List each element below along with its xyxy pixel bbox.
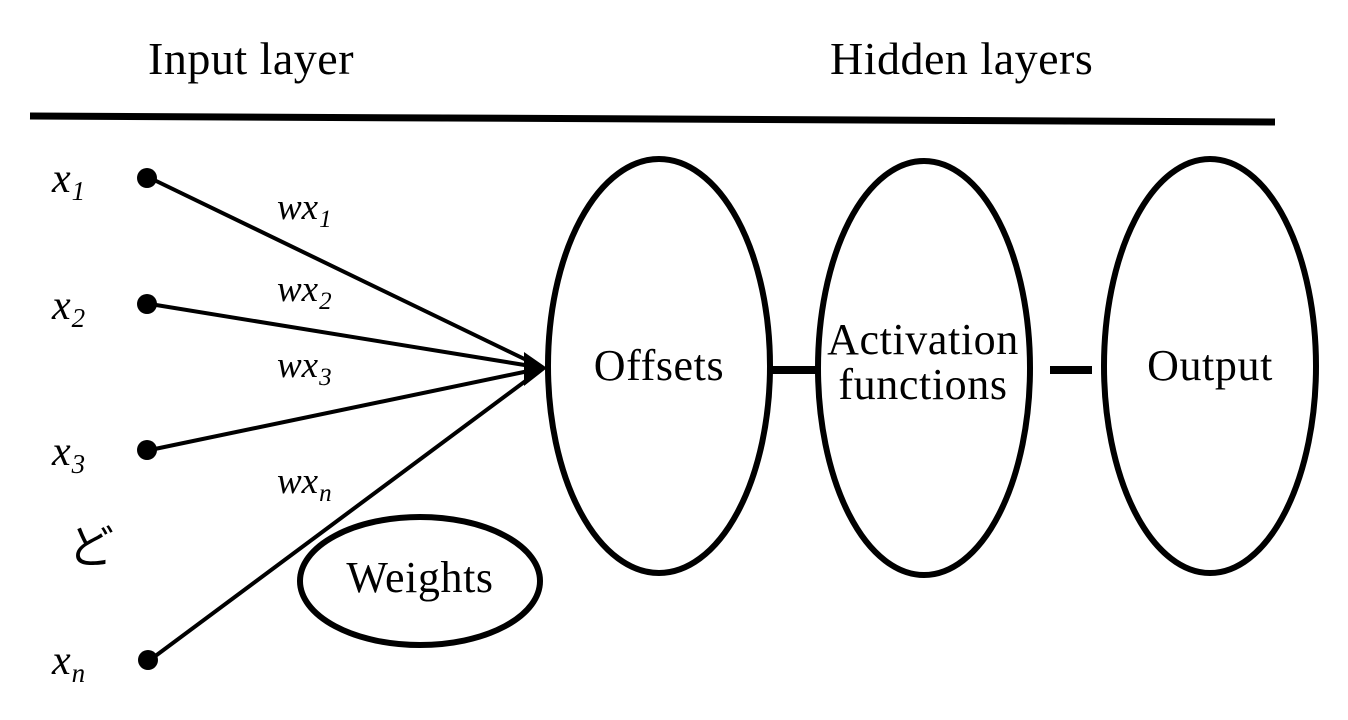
ellipse-activation-functions[interactable] (815, 158, 1033, 578)
weight-label-wx2-subscript: 2 (319, 288, 332, 315)
stage-label-offsets: Offsets (593, 341, 725, 390)
input-node-xn[interactable] (138, 650, 158, 670)
input-label-x1: x1 (52, 155, 85, 207)
weight-label-wx1-subscript: 1 (319, 206, 332, 233)
ellipse-output[interactable] (1101, 156, 1319, 576)
input-continuation-symbol: ど (68, 520, 114, 574)
input-layer-title: Input layer (148, 33, 355, 84)
stage-label-output: Output (1147, 341, 1273, 390)
weight-label-wx3: wx3 (277, 344, 332, 392)
edge-x1 (149, 176, 544, 370)
input-node-x1[interactable] (137, 168, 157, 188)
weights-group-label: Weights (346, 553, 494, 602)
edge-x3 (149, 366, 544, 452)
weight-label-wx1-base: wx (277, 187, 319, 228)
input-label-xn-base: x (52, 638, 71, 684)
weight-label-wx3-subscript: 3 (319, 364, 332, 391)
edge-xn (148, 366, 545, 662)
input-label-x3: x3 (52, 428, 85, 480)
weight-label-wxn-base: wx (277, 461, 319, 502)
input-node-x3[interactable] (137, 440, 157, 460)
weight-label-wx3-base: wx (277, 345, 319, 386)
hidden-layers-title: Hidden layers (830, 33, 1094, 84)
weight-label-wx2-base: wx (277, 269, 319, 310)
input-label-x1-subscript: 1 (71, 176, 86, 207)
ellipse-weights[interactable] (297, 514, 543, 648)
input-label-x2-base: x (52, 283, 71, 329)
summation-junction (524, 352, 547, 386)
ellipse-offsets[interactable] (545, 156, 773, 576)
input-label-x2-subscript: 2 (71, 303, 86, 334)
weight-label-wx1: wx1 (277, 186, 332, 234)
input-label-x1-base: x (52, 156, 71, 202)
input-node-x2[interactable] (137, 294, 157, 314)
header-divider (29, 112, 1276, 126)
weight-label-wx2: wx2 (277, 268, 332, 316)
edge-x2 (149, 302, 544, 370)
input-label-xn-subscript: n (71, 658, 86, 689)
weight-label-wxn: wxn (277, 460, 332, 508)
weight-label-wxn-subscript: n (319, 480, 332, 507)
input-label-xn: xn (52, 637, 85, 689)
input-label-x2: x2 (52, 282, 85, 334)
stage-label-activation-functions: Activation functions (827, 315, 1019, 409)
input-label-x3-base: x (52, 429, 71, 475)
input-label-x3-subscript: 3 (71, 449, 86, 480)
